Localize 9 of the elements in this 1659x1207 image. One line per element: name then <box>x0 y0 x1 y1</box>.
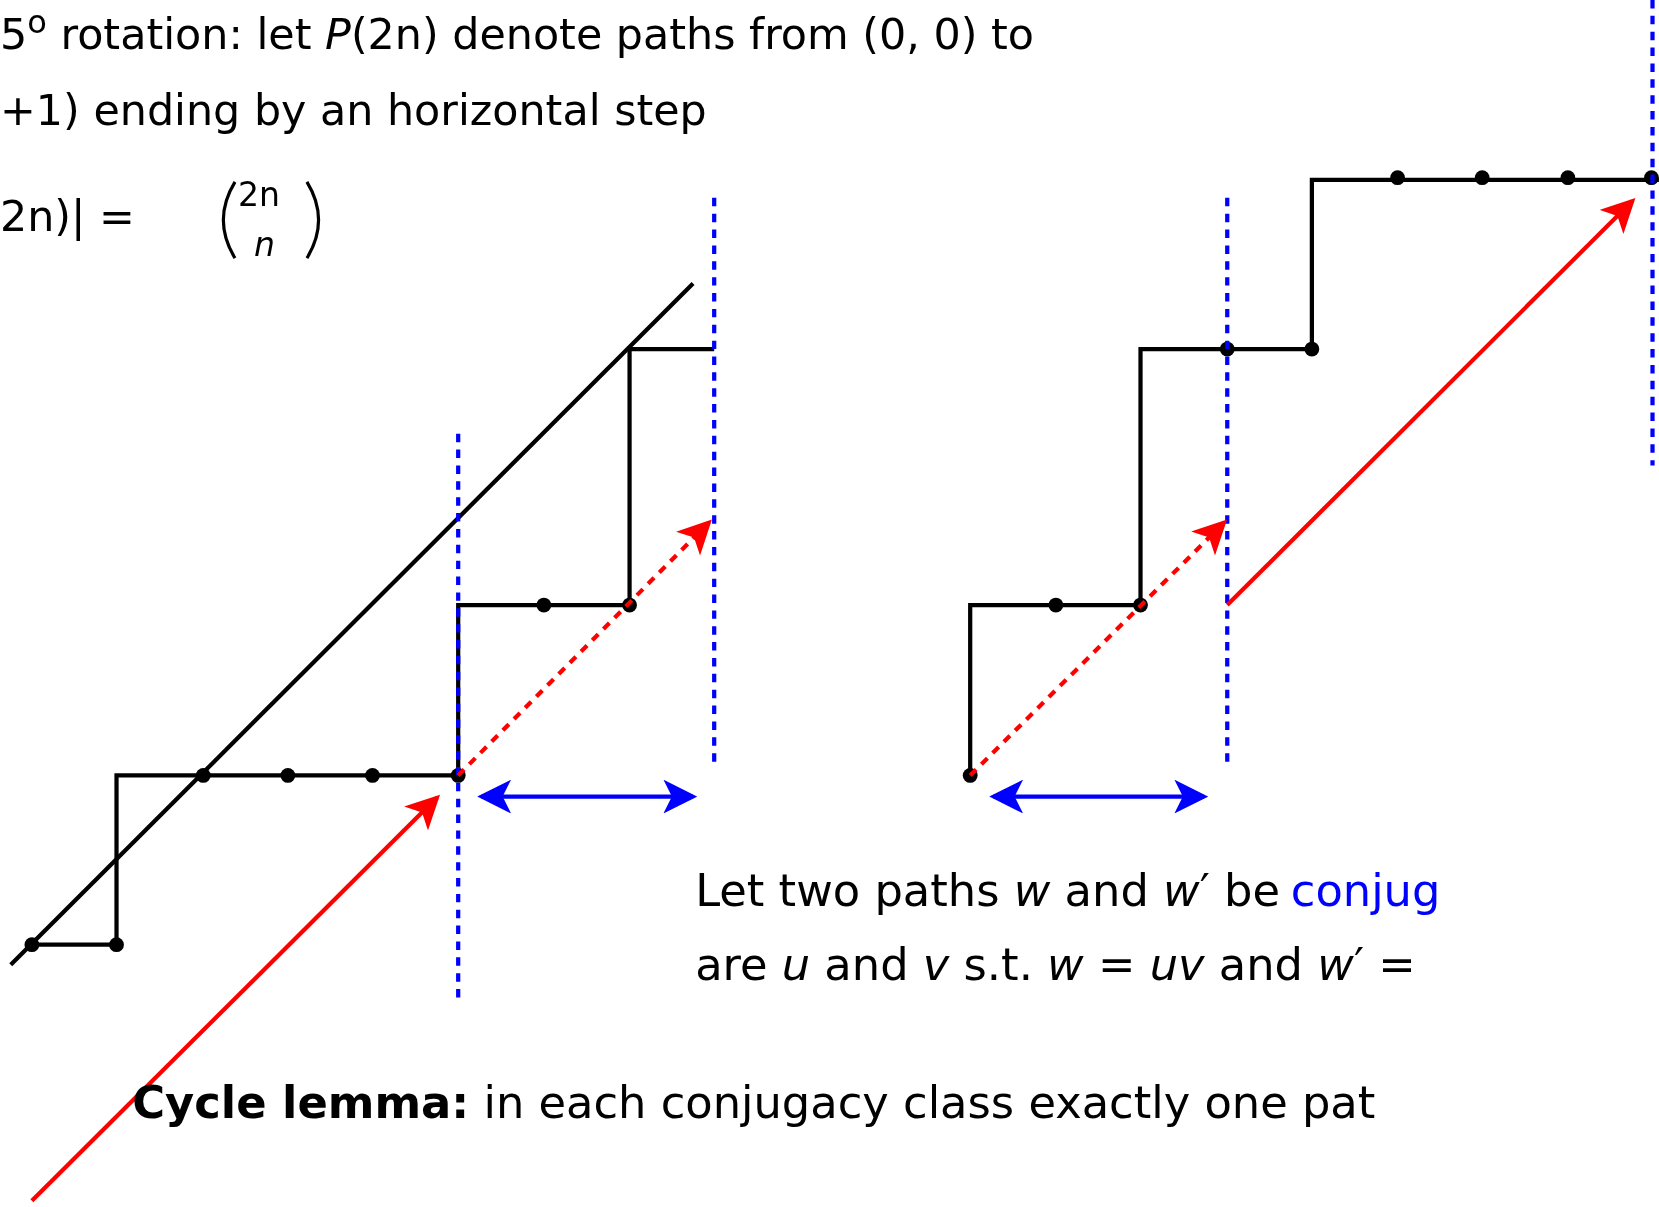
definition-text: Let two paths w and w′ be <box>695 863 1280 920</box>
highlighted-term: conjug <box>1290 863 1441 920</box>
formula-text: 2n)| = <box>0 190 135 244</box>
binomial-top: 2n <box>238 173 281 215</box>
definition-text: are u and v s.t. w = uv and w′ = <box>695 937 1416 994</box>
binomial-bottom: n <box>253 224 275 266</box>
description-text: 5$^{o}$ rotation: let P(2n) denote paths from (0, 0) to <box>0 8 1035 62</box>
description-text: +1) ending by an horizontal step <box>0 83 707 137</box>
lemma-text: Cycle lemma: in each conjugacy class exactly one pat <box>132 1074 1376 1131</box>
